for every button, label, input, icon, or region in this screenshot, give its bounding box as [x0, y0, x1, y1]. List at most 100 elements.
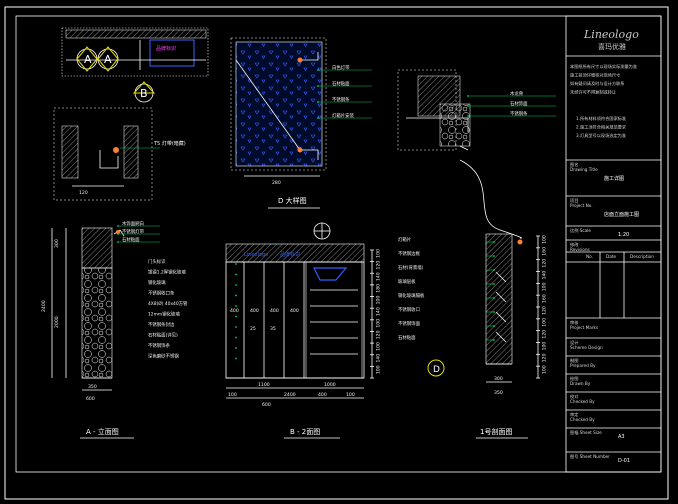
- a-callout-dot: [117, 225, 119, 227]
- tb-field-label: Drawing Title: [570, 167, 598, 172]
- right-callout-label: 石材饰面: [510, 100, 528, 107]
- a-callout-label: 木饰面刷白: [122, 220, 144, 227]
- tb-rev-header: Date: [606, 254, 616, 259]
- b-dim-100a: 100: [228, 392, 237, 398]
- tb-field-label: Prepared By: [570, 363, 596, 368]
- b-callout-label: 4X8(Ø) 40x40方管: [148, 300, 188, 307]
- section-marker-d[interactable]: [427, 359, 445, 377]
- one-callout-label: 玻璃层板: [398, 278, 416, 285]
- b-dim-400c: 400: [270, 308, 279, 314]
- a-dim-2000: 2000: [54, 316, 60, 328]
- d-callout-label: 不锈钢条: [332, 96, 350, 103]
- one-callout-dot: [493, 255, 495, 257]
- tb-field-label: Drawn By: [570, 381, 591, 386]
- elevation-b: Lineologo 品牌标识 400 400 400 400 25 35 110…: [225, 222, 365, 439]
- tb-field-label: 图名: [570, 161, 578, 168]
- tb-field-label: 比例 Scale: [570, 227, 591, 234]
- a-section-title: A - 立面图: [86, 427, 119, 436]
- b-dim-right-value: 120: [376, 330, 382, 339]
- b-callout-label: 钢化玻璃: [148, 279, 166, 286]
- outer-frame: [4, 6, 669, 500]
- plan-detail: T5 灯带(暗藏) 120: [53, 107, 186, 201]
- a-dim-2400: 2400: [41, 300, 47, 312]
- one-dim-right-value: 120: [542, 306, 548, 315]
- b-dim-right-value: 140: [376, 354, 382, 363]
- tb-field-label: Project Marks: [570, 325, 598, 330]
- tb-note: 本图纸所有尺寸以现场实际测量为准: [570, 63, 637, 70]
- b-callout-dot: [235, 357, 237, 360]
- one-dim-right-value: 100: [542, 282, 548, 291]
- section-marker-b-label: B: [140, 87, 148, 100]
- tb-field-label: 图幅 Sheet Size: [570, 429, 602, 436]
- tb-field-value: 店面立面施工图: [604, 211, 639, 218]
- one-callout-dot: [493, 269, 495, 271]
- a-dim-600: 600: [86, 396, 95, 402]
- one-dim-right-value: 120: [542, 353, 548, 362]
- tb-field-label: 审定: [570, 411, 578, 418]
- b-dim-right-value: 100: [376, 319, 382, 328]
- tb-note: 未经许可不得复制或转让: [570, 89, 616, 96]
- b-dim-right-value: 140: [376, 307, 382, 316]
- b-dim-1100: 1100: [258, 382, 270, 388]
- right-callout-label: 不锈钢条: [510, 110, 528, 117]
- a-callout-dot: [117, 241, 119, 243]
- b-dim-35: 35: [270, 326, 276, 332]
- b-callout-dot: [235, 336, 237, 339]
- tb-field-label: Revisions: [570, 247, 590, 252]
- tb-field-label: Checked By: [570, 417, 595, 422]
- b-dim-1000: 1000: [324, 382, 336, 388]
- b-callout-dot: [235, 263, 237, 265]
- d-callout-label: 白色灯带: [332, 64, 350, 71]
- b-callout-label: 深色磨砂不锈钢: [148, 352, 179, 359]
- tb-field-label: 绘图: [570, 375, 578, 382]
- title-block: Lineologo 喜玛优雅 本图纸所有尺寸以现场实际测量为准施工前须仔细核对现…: [565, 15, 662, 473]
- b-callout-dot: [235, 305, 237, 307]
- d-callout-dot: [317, 117, 319, 119]
- b-dim-25: 25: [250, 326, 256, 332]
- a-callout-label: 不锈钢灯带: [122, 228, 145, 235]
- b-callout-dot: [235, 326, 237, 328]
- section-marker-d-label: D: [433, 365, 440, 375]
- b-callout-label: 不锈钢收口条: [148, 289, 175, 296]
- b-callout-dot: [235, 294, 237, 297]
- one-dim-right-value: 140: [542, 271, 548, 280]
- one-callout-dot: [493, 297, 495, 299]
- t5-note: T5 灯带(暗藏): [153, 140, 186, 147]
- b-callout-label: 门头标识: [148, 258, 166, 265]
- b-dim-right-value: 180: [376, 284, 382, 293]
- one-callout-dot: [493, 311, 495, 313]
- plan-dim-120: 120: [79, 190, 88, 196]
- detail-dim-280: 280: [272, 180, 281, 186]
- b-callout-label: 银镜1.2厚钢化玻璃: [148, 268, 186, 275]
- tb-note: 如有疑问请及时与设计方联系: [570, 80, 624, 87]
- b-dim-right-value: 100: [376, 249, 382, 258]
- d-section-title: D 大样图: [278, 196, 307, 205]
- tb-rev-header: Description: [630, 254, 654, 259]
- b-callout-label: 不锈钢条封边: [148, 321, 175, 328]
- one-dim-350: 350: [494, 390, 503, 396]
- one-callout-label: 石材(背景墙): [398, 264, 424, 271]
- b-callout-label: 12mm钢化玻璃: [148, 310, 180, 317]
- b-dim-2400: 2400: [284, 392, 296, 398]
- d-callout-label: 石材贴面: [332, 80, 350, 87]
- tb-field-value: A3: [618, 434, 625, 440]
- b-callout-dot: [235, 315, 237, 318]
- right-callout-dot: [467, 115, 469, 117]
- title-block-notes: 本图纸所有尺寸以现场实际测量为准施工前须仔细核对现场尺寸如有疑问请及时与设计方联…: [570, 63, 637, 139]
- elevation-a: 300 2000 2400 350 600 A - 立面图: [41, 227, 134, 439]
- d-callout-dot: [317, 69, 319, 71]
- tb-note2: 3.灯具型号以现场选定为准: [576, 132, 626, 139]
- d-callout-dot: [317, 101, 319, 103]
- one-callout-label: 灯箱片: [398, 236, 411, 243]
- one-callout-label: 不锈钢边框: [398, 250, 421, 257]
- b-dim-right-value: 120: [376, 261, 382, 270]
- tb-rev-header: No.: [586, 254, 593, 259]
- b-callout-label: 不锈钢饰条: [148, 342, 171, 349]
